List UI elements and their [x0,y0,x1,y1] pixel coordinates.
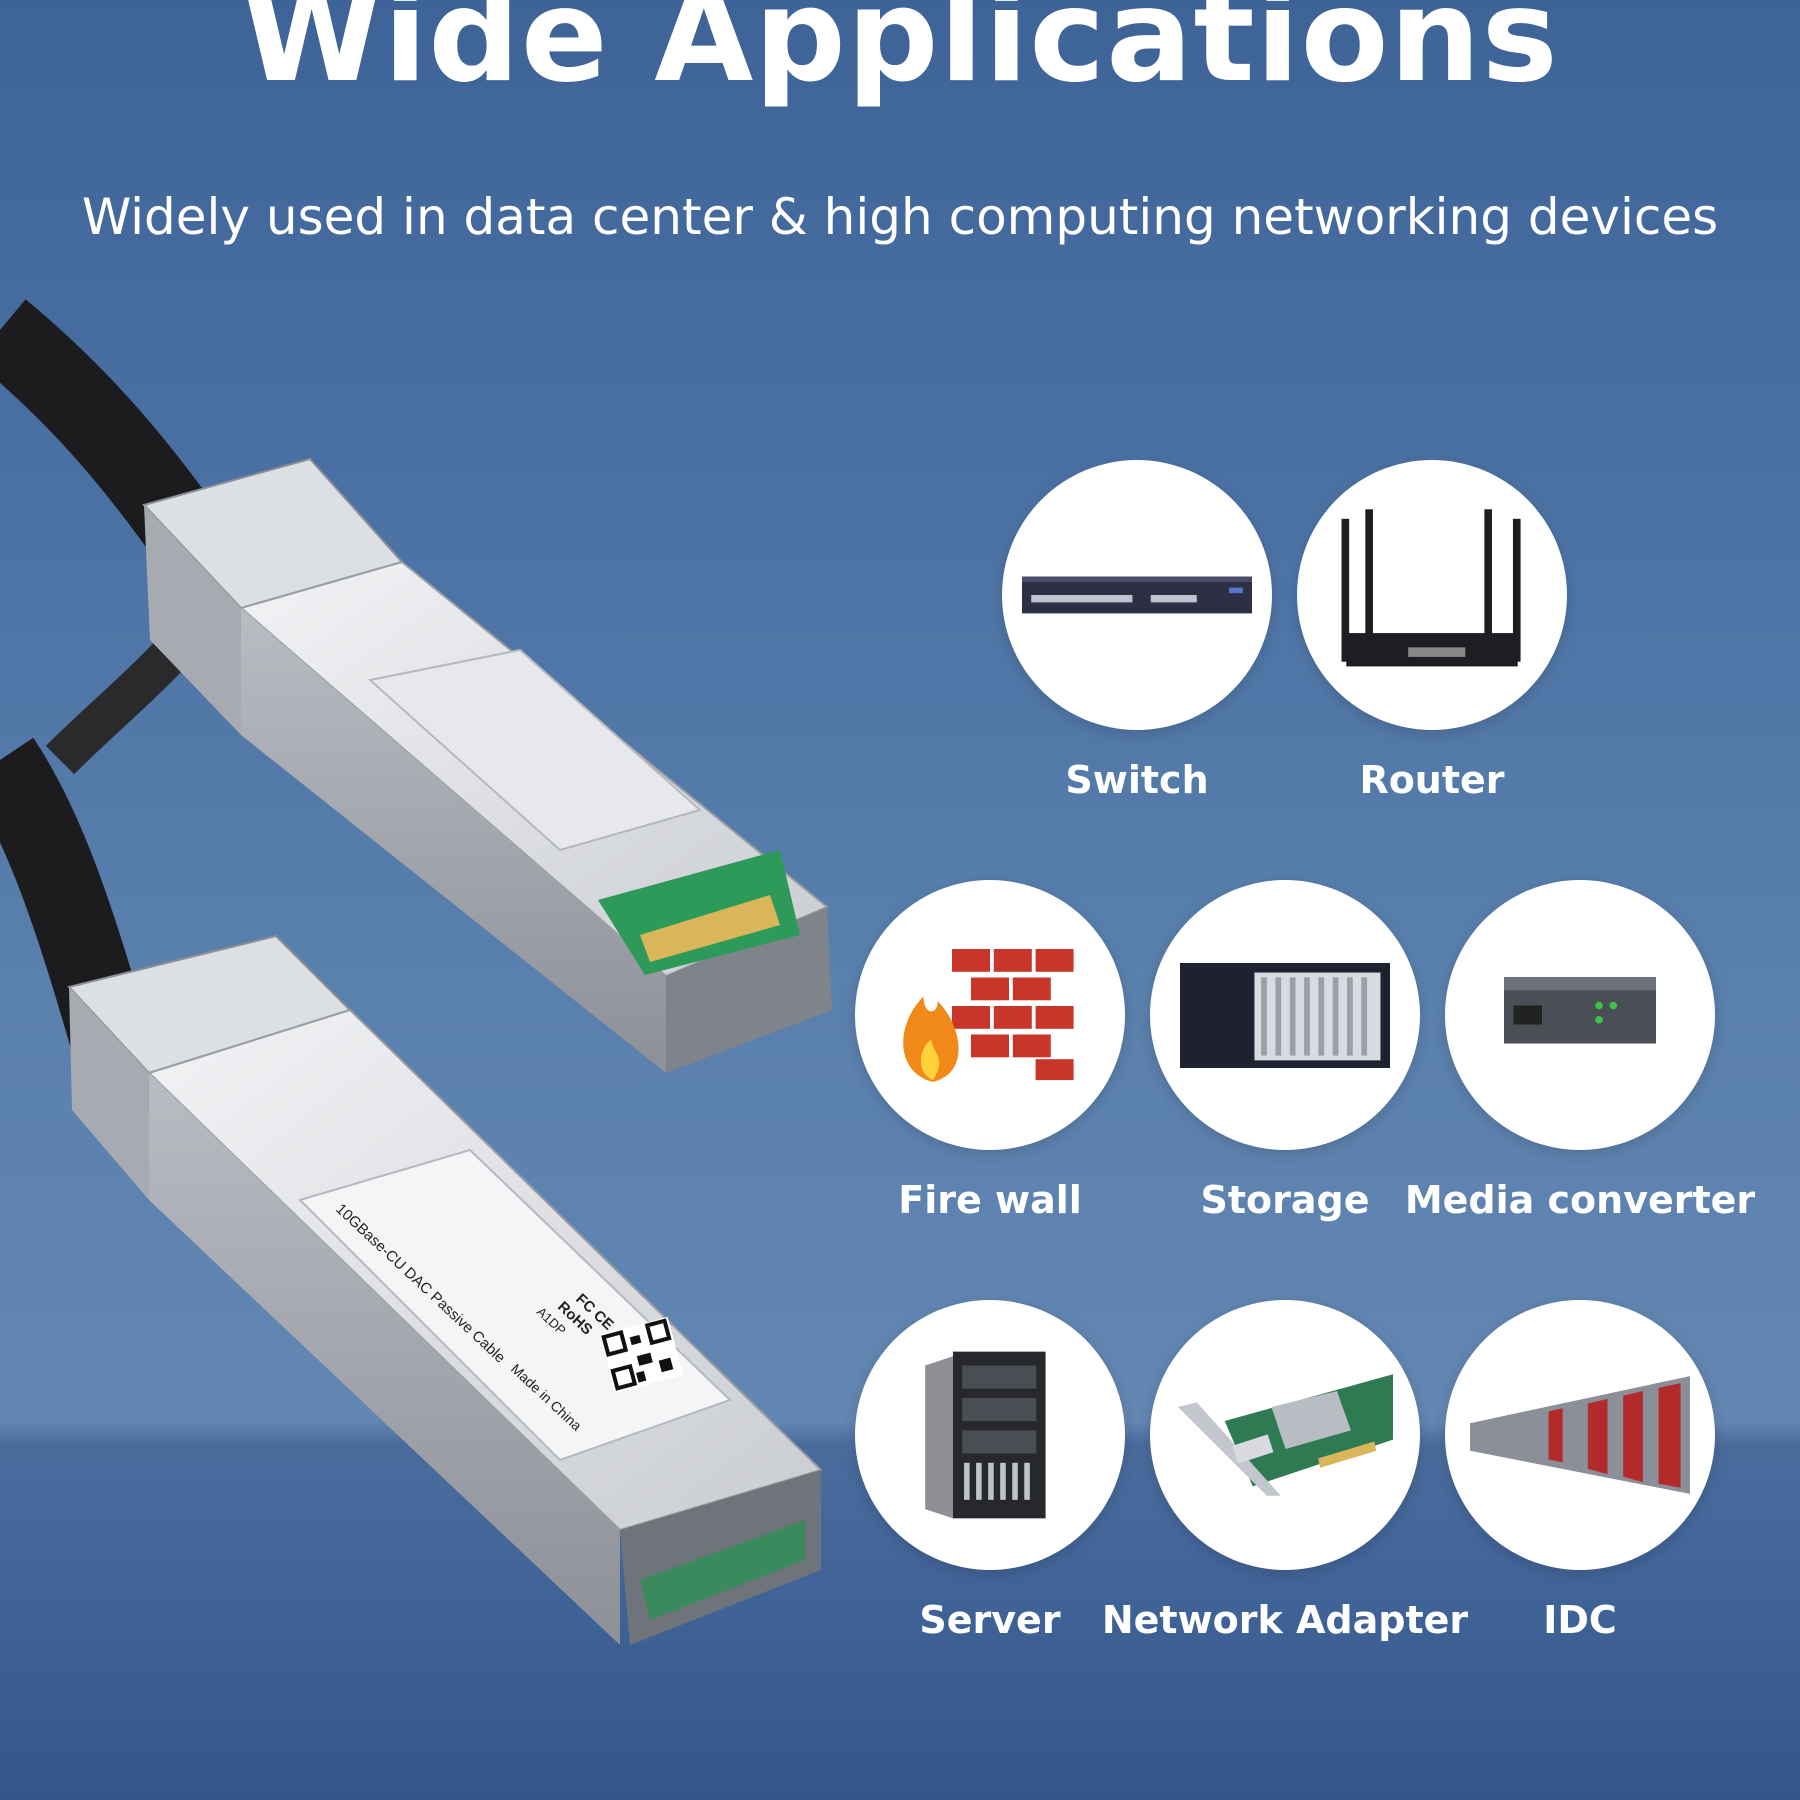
switch-icon [1022,576,1252,614]
app-label: Server [919,1598,1061,1642]
firewall-icon [903,948,1074,1082]
app-firewall: Fire wall [855,880,1125,1222]
app-label: Router [1359,758,1505,802]
app-media-converter: Media converter [1405,880,1755,1222]
media-converter-icon [1504,977,1656,1044]
app-label: Media converter [1404,1178,1756,1222]
page-subtitle: Widely used in data center & high comput… [81,188,1719,246]
app-label: Storage [1200,1178,1370,1222]
app-router: Router [1297,460,1567,802]
idc-icon [1470,1376,1690,1494]
network-adapter-icon [1177,1374,1393,1496]
app-label: Switch [1065,758,1209,802]
storage-icon [1180,962,1390,1068]
page-title: Wide Applications [241,0,1559,111]
app-network-adapter: Network Adapter [1102,1300,1468,1642]
sfp-module-upper [142,457,832,1073]
sfp-module-lower: 10GBase-CU DAC Passive Cable FC CE RoHS … [67,934,823,1645]
app-switch: Switch [1002,460,1272,802]
app-idc: IDC [1445,1300,1715,1642]
router-icon [1341,509,1521,667]
server-icon [925,1351,1046,1519]
app-storage: Storage [1150,880,1420,1222]
app-label: IDC [1543,1598,1617,1642]
app-label: Network Adapter [1101,1598,1469,1642]
qr-code-icon [600,1316,684,1393]
app-server: Server [855,1300,1125,1642]
app-label: Fire wall [898,1178,1082,1222]
